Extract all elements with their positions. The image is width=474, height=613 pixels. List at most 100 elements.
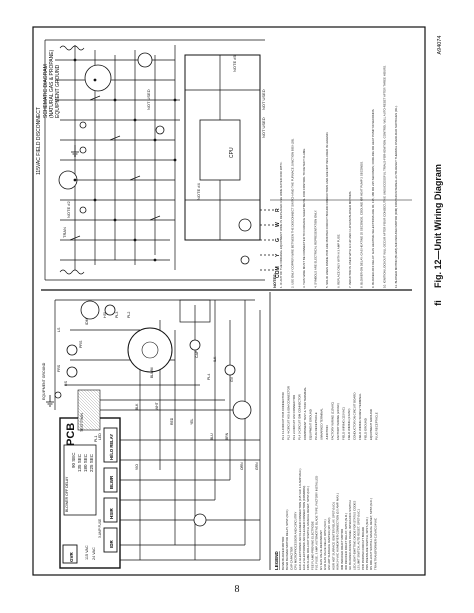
ground-label: EQUIPMENT GROUND xyxy=(42,362,46,400)
thermostat-terminals: R W G Y COM xyxy=(275,208,281,278)
ground-symbol-icon xyxy=(71,145,79,157)
note-item: 5. SOLID LINES INSIDE PCB ARE PRINTED CI… xyxy=(325,132,329,288)
relay-hsir: HSIR xyxy=(109,507,114,519)
timer-option: 180 SEC xyxy=(83,453,88,472)
wire-tag: BRN xyxy=(225,432,229,440)
terminal-g: G xyxy=(275,238,281,242)
legend-secondary-entry: UNMARKED TERMINAL xyxy=(320,408,324,440)
timer-option: 90 SEC xyxy=(71,452,76,468)
legend-entry: BLWM BLOWER MOTOR xyxy=(281,537,285,570)
note-ref: NOTE #5 xyxy=(232,55,237,72)
relay-idr: IDR xyxy=(109,540,114,549)
wire-tag: BLK xyxy=(135,403,139,410)
legend-secondary-entry: EQUIPMENT GROUND xyxy=(369,409,373,440)
not-used-label: NOT USED xyxy=(146,89,151,110)
note-item: 9. BLOWER-OFF DELAY: GAS HEATING SELECTI… xyxy=(371,108,375,288)
wire-tag: BLU xyxy=(210,433,214,440)
legend-entry: PRS PRESSURE SWITCH, SPST-(N.O.) xyxy=(365,517,369,570)
component-label: FRS xyxy=(57,364,61,372)
inducer-motor xyxy=(80,300,100,320)
ladder-header-line: EQUIPMENT GROUND xyxy=(55,64,61,118)
component-label: PL3 xyxy=(115,312,119,318)
legend-entry: GV GAS VALVE-REDUNDANT xyxy=(319,530,323,570)
pcb-title: PCB xyxy=(65,423,77,446)
notes-items: 1. IF ANY OF THE ORIGINAL EQUIPMENT WIRE… xyxy=(279,65,398,288)
wire-tag: VIO xyxy=(135,464,139,470)
note-item: 2. USE ONLY COPPER WIRE BETWEEN THE DISC… xyxy=(291,138,295,288)
note-item: 4. SYMBOLS ARE ELECTRICAL REPRESENTATION… xyxy=(314,210,318,288)
component-label: RS xyxy=(64,380,68,386)
legend-secondary-entry: PL3 2-CIRCUIT HSI CONNECTOR xyxy=(292,395,296,440)
component-label: BLWM xyxy=(150,367,154,378)
ladder-labels: CPU TRAN NOT USED NOT USED NOT USED NOTE… xyxy=(62,55,266,238)
terminal-r: R xyxy=(275,208,281,212)
legend-entry: FU1 FUSE, 3 AMP, AUTOMOTIVE BLADE TYPE, … xyxy=(315,476,319,570)
legend-secondary-entry: COMPONENT TEST & TWIN TERMINAL xyxy=(303,387,307,440)
not-used-label: NOT USED xyxy=(261,117,266,138)
relay-hilo: HI/LO RELAY xyxy=(109,434,114,460)
voltage-label: 24 VAC xyxy=(92,547,96,560)
legend-entry: HUM 24 VAC HUMIDIFIER CONNECTION (0.5 AM… xyxy=(336,493,340,570)
voltage-label: 115 VAC xyxy=(85,545,89,560)
legend-entry: HSIR HOT SURFACE IGNITER RELAY, SPST-(N.… xyxy=(331,502,335,570)
legend-entry: IDR INDUCED DRAFT RELAY, SPST-(N.O.) xyxy=(344,513,348,570)
blower-motor-symbol xyxy=(58,170,78,190)
note-item: 11. BLOWER MOTOR (BLWM) AND INDUCER MOTO… xyxy=(394,105,398,288)
note-item: 7. INDUCTOR IS USED WITH 3/4 HP AND 1 HP… xyxy=(348,191,352,288)
legend-entry: EAC-1 ELECTRONIC AIR CLEANER CONNECTION … xyxy=(298,468,302,570)
legend-entry: FRS FLAME ROLLOUT SWITCH, MANUAL RESET, … xyxy=(306,486,310,570)
ladder-components xyxy=(58,52,252,265)
legend-entry: PCB PRINTED CIRCUIT BOARD xyxy=(361,527,365,570)
component-labels: LS FRS RS PRS ILK HSI IDM BLWM CAP GV PL… xyxy=(57,312,234,442)
wire-color-tags: BLK WHT RED YEL BLU BRN ORN GRN VIO xyxy=(135,402,259,470)
pcb-text: PCB HI/LO RELAY BLWR HSIR IDR BLOWER OFF… xyxy=(42,362,114,562)
component-label: PRS xyxy=(79,340,83,348)
legend-secondary-entry: PL2 4-CIRCUIT HSI & IDM CONNECTOR xyxy=(287,386,291,440)
figure-caption-prefix: fi xyxy=(433,300,443,306)
legend-secondary-entry: JUNCTION xyxy=(325,425,329,440)
note-item: 10. IGNITION LOCKOUT WILL OCCUR AFTER FO… xyxy=(383,65,387,288)
not-used-label: NOT USED xyxy=(261,89,266,110)
transformer xyxy=(232,400,252,420)
note-item: 3. THIS WIRE MUST BE CONNECTED TO FURNAC… xyxy=(302,148,306,288)
ground-symbol-icon xyxy=(46,395,54,407)
legend-entry: BLWR BLOWER MOTOR RELAY, SPST-(N.O.) xyxy=(285,509,289,570)
terminal-com: COM xyxy=(275,266,281,278)
legend-entry: FSE FLAME-PROVING ELECTRODE xyxy=(310,521,314,570)
notes-title: NOTES: xyxy=(272,273,277,288)
figure-caption: Fig. 12—Unit Wiring Diagram xyxy=(433,164,443,288)
legend-entry: LS LIMIT SWITCH, AUTO RESET, SPST-(N.C.) xyxy=(357,509,361,570)
wire-tag: YEL xyxy=(190,418,194,425)
wire-tag: RED xyxy=(170,417,174,425)
inducer-motor-symbol xyxy=(84,64,112,92)
legend-entry: HSI HOT SURFACE IGNITER (115 VAC) xyxy=(327,517,331,570)
note-ref: NOTE #2 xyxy=(66,201,71,218)
legend-entry: CAP CAPACITOR xyxy=(289,547,293,570)
terminal-w: W xyxy=(275,222,281,227)
gvr-relay xyxy=(62,544,78,564)
legend-secondary-entry: FIELD GROUND xyxy=(364,418,368,440)
component-label: PL2 xyxy=(127,312,131,318)
transformer-label: TRAN xyxy=(62,227,67,238)
legend-entry: ILK BLOWER ACCESS PANEL INTERLOCK SWITCH xyxy=(348,500,352,570)
sheet-frame xyxy=(32,26,426,576)
legend-entry: LED LIGHT-EMITTING DIODE FOR STATUS CODE… xyxy=(352,501,356,570)
terminal-y: Y xyxy=(275,253,281,257)
ladder-header: 115VAC FIELD DISCONNECT SCHEMATIC DIAGRA… xyxy=(36,49,61,175)
legend-secondary-entry: FIELD WIRING (115VAC) xyxy=(342,407,346,440)
lower-components xyxy=(54,300,252,527)
component-label: ILK xyxy=(213,356,217,362)
timer-option: 135 SEC xyxy=(77,453,82,472)
wire-tag: GRN xyxy=(255,462,259,470)
page-number: 8 xyxy=(234,584,240,595)
cpu-label: CPU xyxy=(229,147,235,158)
note-item: 6. REPLACE ONLY WITH A 3 AMP FUSE. xyxy=(337,234,341,288)
timer-option: 225 SEC xyxy=(89,453,94,472)
capacitor xyxy=(189,339,201,351)
ladder-schematic xyxy=(44,39,275,281)
ladder-header-line: (NATURAL GAS & PROPANE) xyxy=(49,49,55,118)
timer-label: BLOWER OFF DELAY xyxy=(65,476,69,512)
